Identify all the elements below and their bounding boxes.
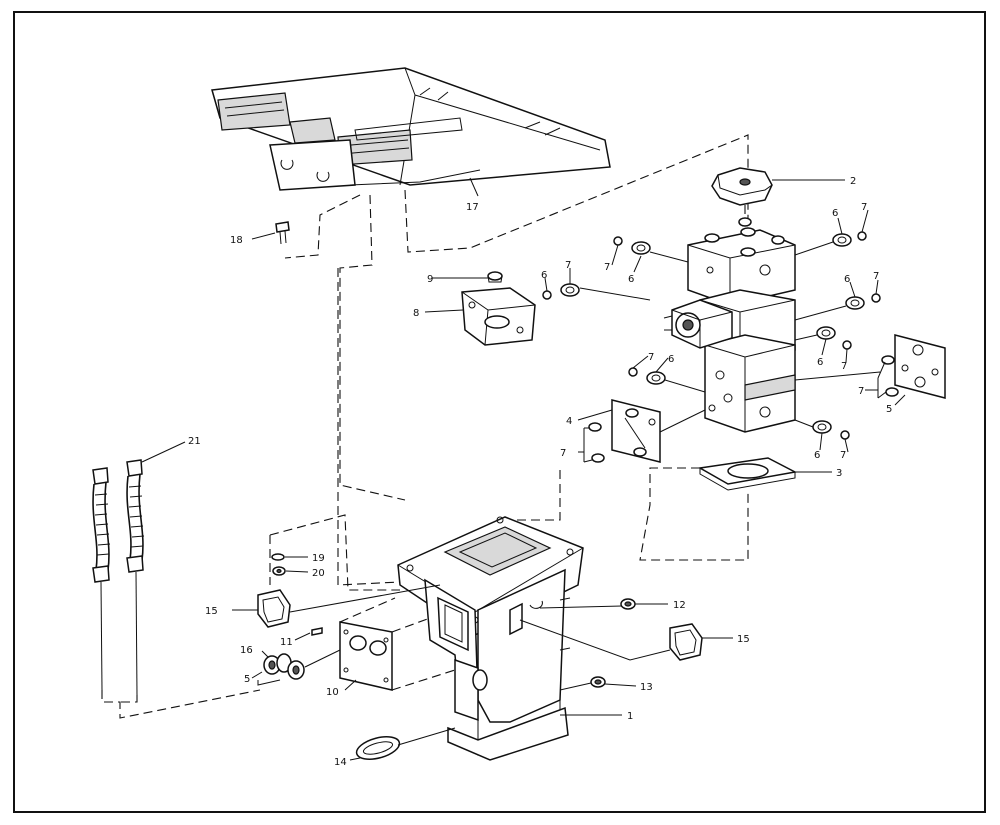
callout-6-lower-right: 6 bbox=[814, 450, 820, 461]
washer-part-19 bbox=[271, 553, 285, 561]
plug-part-13 bbox=[590, 676, 606, 688]
callout-6-lower-left: 6 bbox=[668, 354, 674, 365]
callout-6-top-left: 6 bbox=[628, 274, 634, 285]
callout-16: 16 bbox=[240, 645, 253, 656]
callout-6-mid-top: 6 bbox=[844, 274, 850, 285]
callout-3: 3 bbox=[836, 468, 842, 479]
callout-21: 21 bbox=[188, 436, 201, 447]
callout-17: 17 bbox=[466, 202, 479, 213]
hose-assembly-part-21 bbox=[92, 459, 145, 696]
callout-9: 9 bbox=[427, 274, 433, 285]
grommet-part-14 bbox=[355, 736, 401, 760]
callout-6-top-right: 6 bbox=[832, 208, 838, 219]
callout-7-mid-top: 7 bbox=[565, 260, 571, 271]
callout-15-left: 15 bbox=[205, 606, 218, 617]
callout-15-right: 15 bbox=[737, 634, 750, 645]
valve-cap-part-2 bbox=[711, 167, 773, 206]
callout-6-right-mid: 6 bbox=[817, 357, 823, 368]
callout-10: 10 bbox=[326, 687, 339, 698]
callout-2: 2 bbox=[850, 176, 856, 187]
plug-part-12 bbox=[620, 598, 636, 610]
diagram-frame bbox=[13, 11, 986, 813]
callout-7-top-right: 7 bbox=[861, 202, 867, 213]
grommet-part-15-right bbox=[669, 623, 703, 661]
gasket-plate-part-3 bbox=[697, 457, 798, 491]
pilot-valve bbox=[663, 299, 733, 349]
callout-20: 20 bbox=[312, 568, 325, 579]
callout-7-lower-left: 7 bbox=[648, 352, 654, 363]
cover-plate-part-8 bbox=[461, 287, 536, 346]
callout-7-lower-right: 7 bbox=[840, 450, 846, 461]
bolt-part-18 bbox=[275, 221, 290, 245]
callout-4: 4 bbox=[566, 416, 572, 427]
pin-part-11 bbox=[311, 627, 323, 636]
flange-plate-right bbox=[894, 334, 946, 399]
o-ring bbox=[542, 290, 552, 300]
valve-body bbox=[687, 217, 796, 433]
callout-7-plate-right: 7 bbox=[858, 386, 864, 397]
callout-13: 13 bbox=[640, 682, 653, 693]
nut-part-20 bbox=[272, 566, 286, 576]
callout-5-left: 5 bbox=[244, 674, 250, 685]
callout-19: 19 bbox=[312, 553, 325, 564]
cover-plate-part-10 bbox=[339, 621, 393, 691]
callout-7-top-left: 7 bbox=[604, 262, 610, 273]
callout-14: 14 bbox=[334, 757, 347, 768]
callout-1: 1 bbox=[627, 711, 633, 722]
callout-11: 11 bbox=[280, 637, 293, 648]
callout-12: 12 bbox=[673, 600, 686, 611]
seal bbox=[560, 283, 580, 297]
grommet-part-15-left bbox=[257, 589, 291, 628]
callout-7-right-mid: 7 bbox=[873, 271, 879, 282]
callout-7-plate-left: 7 bbox=[560, 448, 566, 459]
callout-6-mid-left: 6 bbox=[541, 270, 547, 281]
plug-part-9 bbox=[487, 271, 503, 283]
housing-part-1 bbox=[397, 516, 584, 761]
fittings-part-16 bbox=[263, 653, 305, 680]
top-bracket-part-17 bbox=[211, 67, 611, 197]
flange-plate-left bbox=[611, 399, 661, 463]
callout-7-right-low: 7 bbox=[841, 361, 847, 372]
callout-5-right: 5 bbox=[886, 404, 892, 415]
callout-8: 8 bbox=[413, 308, 419, 319]
callout-18: 18 bbox=[230, 235, 243, 246]
